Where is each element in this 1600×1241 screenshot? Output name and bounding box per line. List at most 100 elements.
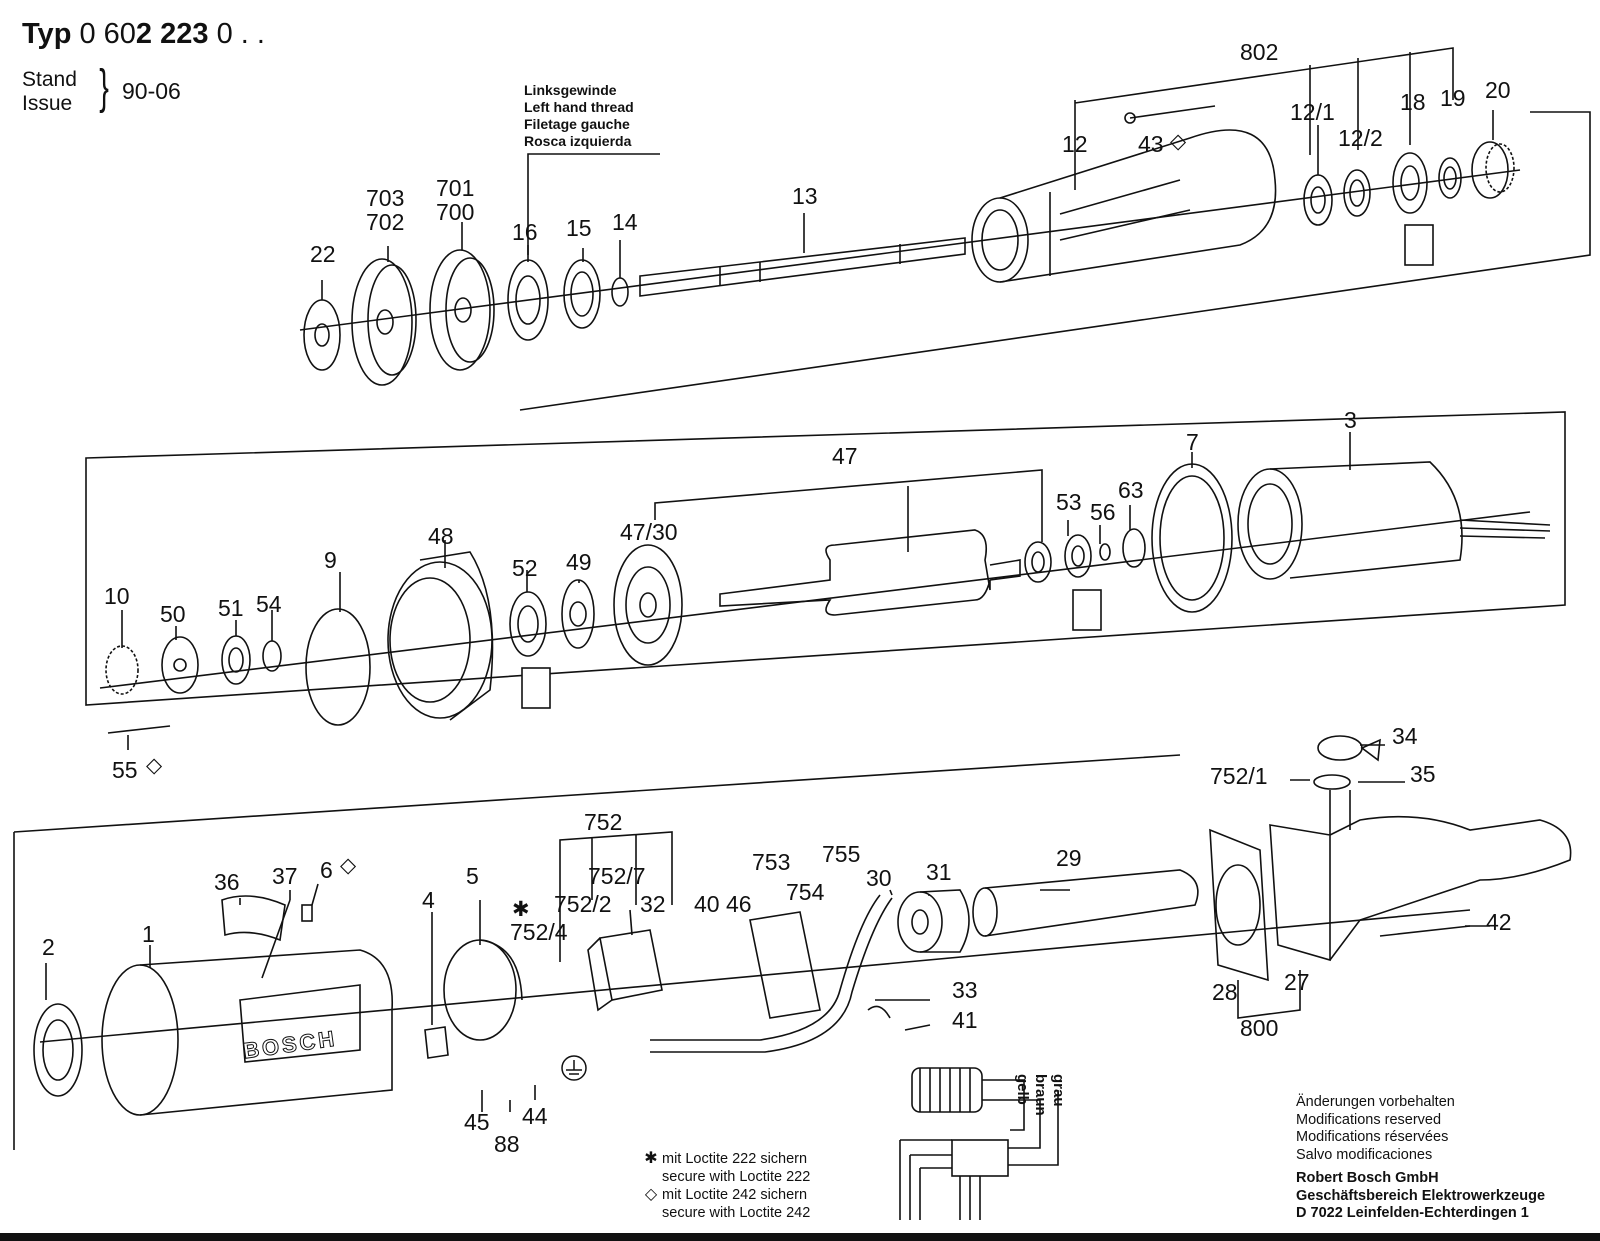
label-88: 88 <box>494 1131 520 1157</box>
part-702-flange <box>351 258 417 386</box>
bracket-802 <box>1074 47 1454 190</box>
label-7: 7 <box>1186 429 1199 455</box>
label-63: 63 <box>1118 477 1144 503</box>
label-752-4: 752/4 <box>510 919 568 945</box>
part-753-plate <box>749 911 821 1019</box>
part-18-bearing <box>1392 152 1434 266</box>
label-701: 701 <box>436 175 474 201</box>
label-6-diamond: ◇ <box>340 854 357 877</box>
label-15: 15 <box>566 215 592 241</box>
label-6: 6 <box>320 857 333 883</box>
label-27: 27 <box>1284 969 1310 995</box>
row1-axis <box>299 169 1521 331</box>
label-800: 800 <box>1240 1015 1278 1041</box>
part-10-pinion <box>105 645 139 695</box>
label-42: 42 <box>1486 909 1512 935</box>
label-41: 41 <box>952 1007 978 1033</box>
part-35-washer <box>1313 774 1351 790</box>
wiring-diagram <box>899 1067 1059 1220</box>
reserved-es: Salvo modificaciones <box>1296 1146 1433 1163</box>
label-36: 36 <box>214 869 240 895</box>
part-56-ring <box>1099 543 1111 561</box>
label-50: 50 <box>160 601 186 627</box>
part-34-knob <box>1317 735 1381 762</box>
label-13: 13 <box>792 183 818 209</box>
label-752-4-star: ✱ <box>512 898 530 921</box>
label-10: 10 <box>104 583 130 609</box>
label-700: 700 <box>436 199 474 225</box>
label-22: 22 <box>310 241 336 267</box>
part-32-switch <box>587 909 663 1012</box>
label-12-1: 12/1 <box>1290 99 1335 125</box>
row3-frame <box>13 754 1181 1150</box>
company-division: Geschäftsbereich Elektrowerkzeuge <box>1296 1187 1546 1204</box>
label-49: 49 <box>566 549 592 575</box>
label-28: 28 <box>1212 979 1238 1005</box>
wiring-label-grau: grau <box>1050 1074 1067 1107</box>
label-9: 9 <box>324 547 337 573</box>
company-address: D 7022 Leinfelden-Echterdingen 1 <box>1296 1205 1529 1221</box>
label-752-7: 752/7 <box>588 863 646 889</box>
diamond-symbol: ◇ <box>644 1186 658 1203</box>
label-2: 2 <box>42 934 55 960</box>
label-703: 703 <box>366 185 404 211</box>
part-7-ring <box>1151 463 1233 613</box>
model-number: Typ 0 602 223 0 . . <box>22 18 265 51</box>
part-12-1-ring <box>1303 174 1333 226</box>
part-12-housing <box>971 129 1277 283</box>
typ-light: 0 60 <box>79 18 136 50</box>
part-53-bearing-b <box>1064 534 1102 631</box>
label-3: 3 <box>1344 407 1357 433</box>
note-loctite-242-en: secure with Loctite 242 <box>662 1205 811 1221</box>
label-53: 53 <box>1056 489 1082 515</box>
thread-note-de: Linksgewinde <box>524 82 617 98</box>
label-19: 19 <box>1440 85 1466 111</box>
label-43: 43 <box>1138 131 1164 157</box>
label-5: 5 <box>466 863 479 889</box>
label-16: 16 <box>512 219 538 245</box>
note-loctite-242-de: mit Loctite 242 sichern <box>662 1187 808 1203</box>
part-4-clamp <box>424 1026 449 1059</box>
label-48: 48 <box>428 523 454 549</box>
label-4: 4 <box>422 887 435 913</box>
thread-note-fr: Filetage gauche <box>524 116 630 132</box>
leader-row1 <box>321 110 1494 300</box>
reserved-fr: Modifications réservées <box>1296 1129 1449 1145</box>
bracket-left-thread <box>527 153 660 255</box>
issue-label: Issue <box>22 92 73 115</box>
leader-row3 <box>45 744 1490 1112</box>
label-47: 47 <box>832 443 858 469</box>
issue-date: 90-06 <box>122 78 181 104</box>
thread-note-en: Left hand thread <box>524 99 634 115</box>
label-18: 18 <box>1400 89 1426 115</box>
row1-frame <box>519 111 1591 411</box>
part-33-clip <box>867 1005 891 1019</box>
part-5-cap <box>443 939 523 1041</box>
brace-symbol: } <box>99 61 109 114</box>
part-12-2-ring <box>1343 169 1371 217</box>
label-20: 20 <box>1485 77 1511 103</box>
label-35: 35 <box>1410 761 1436 787</box>
part-63-ring <box>1122 528 1146 568</box>
part-1-motor-housing <box>101 949 393 1116</box>
label-12-2: 12/2 <box>1338 125 1383 151</box>
row3-axis <box>39 909 1471 1043</box>
part-52-bearing <box>509 591 551 709</box>
label-14: 14 <box>612 209 638 235</box>
label-40: 40 <box>694 891 720 917</box>
part-53-bearing <box>1024 541 1052 583</box>
label-754: 754 <box>786 879 825 905</box>
label-1: 1 <box>142 921 155 947</box>
part-2-ring <box>33 1003 83 1097</box>
note-loctite-222-en: secure with Loctite 222 <box>662 1169 811 1185</box>
part-47-30-fan <box>613 544 683 666</box>
part-19-ring <box>1438 157 1462 199</box>
label-52: 52 <box>512 555 538 581</box>
label-12: 12 <box>1062 131 1088 157</box>
label-34: 34 <box>1392 723 1418 749</box>
label-29: 29 <box>1056 845 1082 871</box>
label-44: 44 <box>522 1103 548 1129</box>
loctite-notes: ✱mit Loctite 222 sichern secure with Loc… <box>640 1150 810 1222</box>
bracket-752 <box>559 831 673 962</box>
part-48-bearing-housing <box>387 551 494 721</box>
